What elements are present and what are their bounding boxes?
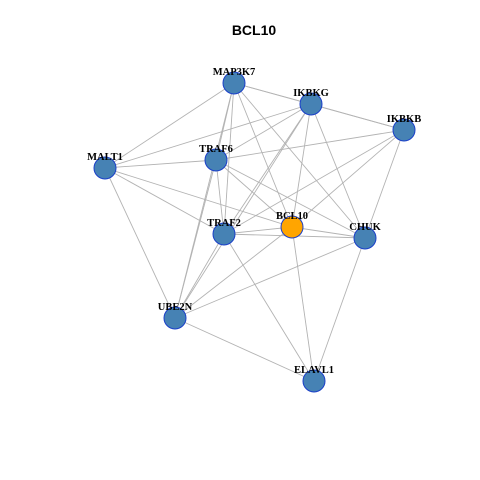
edge-malt1-traf2 (104, 167, 225, 235)
edge-map3k7-chuk (233, 82, 366, 239)
node-label-ikbkb: IKBKB (387, 114, 421, 125)
edge-layer (104, 82, 405, 382)
edge-bcl10-elavl1 (291, 226, 315, 382)
node-label-ube2n: UBE2N (158, 302, 193, 313)
graph-title: BCL10 (232, 22, 277, 38)
node-ikbkg (299, 92, 323, 116)
edge-malt1-bcl10 (104, 167, 293, 228)
edge-ikbkg-ikbkb (310, 103, 405, 131)
edge-ube2n-elavl1 (174, 317, 315, 382)
node-label-map3k7: MAP3K7 (213, 67, 256, 78)
edge-traf6-chuk (215, 159, 366, 239)
node-label-bcl10: BCL10 (276, 211, 308, 222)
edge-traf2-ube2n (174, 233, 225, 319)
edge-traf6-traf2 (215, 159, 225, 235)
node-map3k7 (222, 71, 246, 95)
node-traf6 (204, 148, 228, 172)
edge-chuk-ube2n (174, 237, 366, 319)
edge-map3k7-traf2 (223, 82, 235, 235)
edge-traf6-bcl10 (215, 159, 293, 228)
edge-traf6-ube2n (174, 159, 217, 319)
node-label-traf2: TRAF2 (207, 218, 241, 229)
node-elavl1 (302, 369, 326, 393)
node-chuk (353, 226, 377, 250)
node-malt1 (93, 156, 117, 180)
node-label-chuk: CHUK (349, 222, 381, 233)
edge-ikbkg-malt1 (104, 103, 312, 169)
node-label-elavl1: ELAVL1 (294, 365, 334, 376)
node-label-ikbkg: IKBKG (293, 88, 329, 99)
edge-bcl10-ube2n (174, 226, 293, 319)
node-layer (93, 71, 416, 393)
node-ikbkb (392, 118, 416, 142)
edge-ikbkb-traf6 (215, 129, 405, 161)
edge-ikbkb-chuk (364, 129, 405, 239)
edge-ikbkg-ube2n (174, 103, 312, 319)
edge-ikbkg-chuk (310, 103, 366, 239)
edge-malt1-traf6 (104, 159, 217, 169)
edge-malt1-ube2n (104, 167, 176, 319)
node-bcl10 (280, 215, 304, 239)
edge-map3k7-bcl10 (233, 82, 293, 228)
edge-traf2-elavl1 (223, 233, 315, 382)
node-ube2n (163, 306, 187, 330)
edge-bcl10-chuk (291, 226, 366, 239)
edge-ikbkb-bcl10 (291, 129, 405, 228)
edge-chuk-elavl1 (313, 237, 366, 382)
edge-ikbkb-traf2 (223, 129, 405, 235)
edge-ikbkg-traf6 (215, 103, 312, 161)
edge-ikbkg-traf2 (223, 103, 312, 235)
node-label-traf6: TRAF6 (199, 144, 233, 155)
node-label-malt1: MALT1 (87, 152, 123, 163)
edge-map3k7-malt1 (104, 82, 235, 169)
node-traf2 (212, 222, 236, 246)
edge-ikbkg-bcl10 (291, 103, 312, 228)
